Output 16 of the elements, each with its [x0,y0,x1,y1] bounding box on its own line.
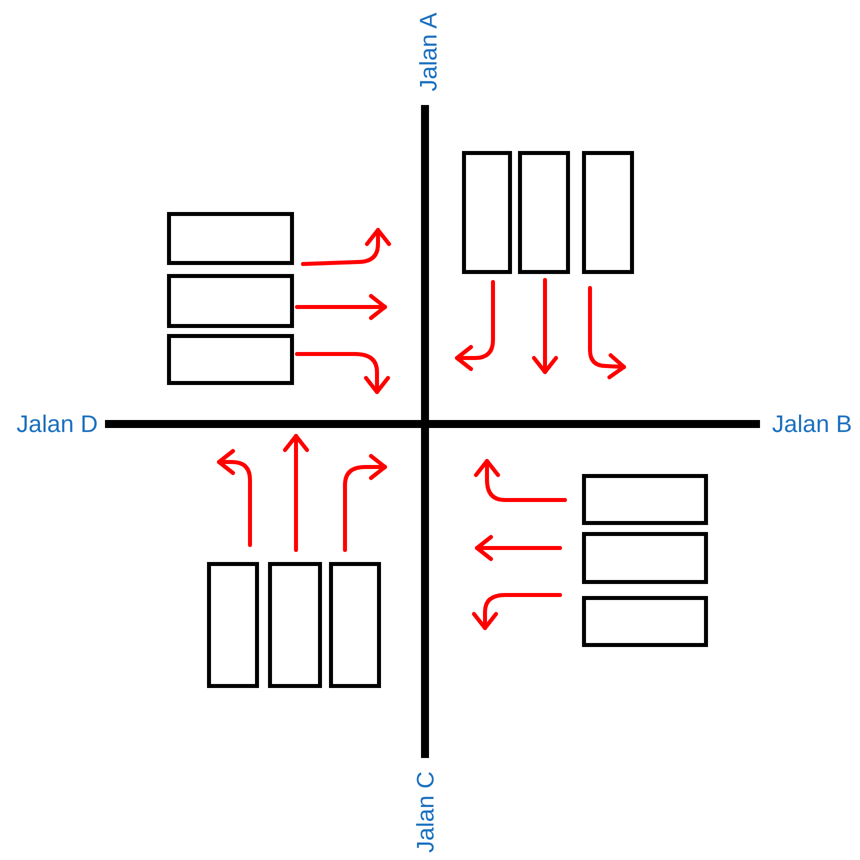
lane-box [582,151,634,274]
lane-box [167,212,294,265]
lane-box [268,562,322,688]
road-label: Jalan D [16,413,98,437]
road-label: Jalan B [772,413,852,437]
lane-box [518,151,570,274]
lane-box [582,532,708,584]
lane-box [207,562,259,688]
lane-box [167,274,294,328]
lane-box [462,151,512,274]
road-label: Jalan C [414,771,438,853]
road-label: Jalan A [416,12,441,92]
lane-box [167,334,294,385]
lane-box [582,474,708,525]
lane-box [329,562,381,688]
lane-box [582,596,708,647]
